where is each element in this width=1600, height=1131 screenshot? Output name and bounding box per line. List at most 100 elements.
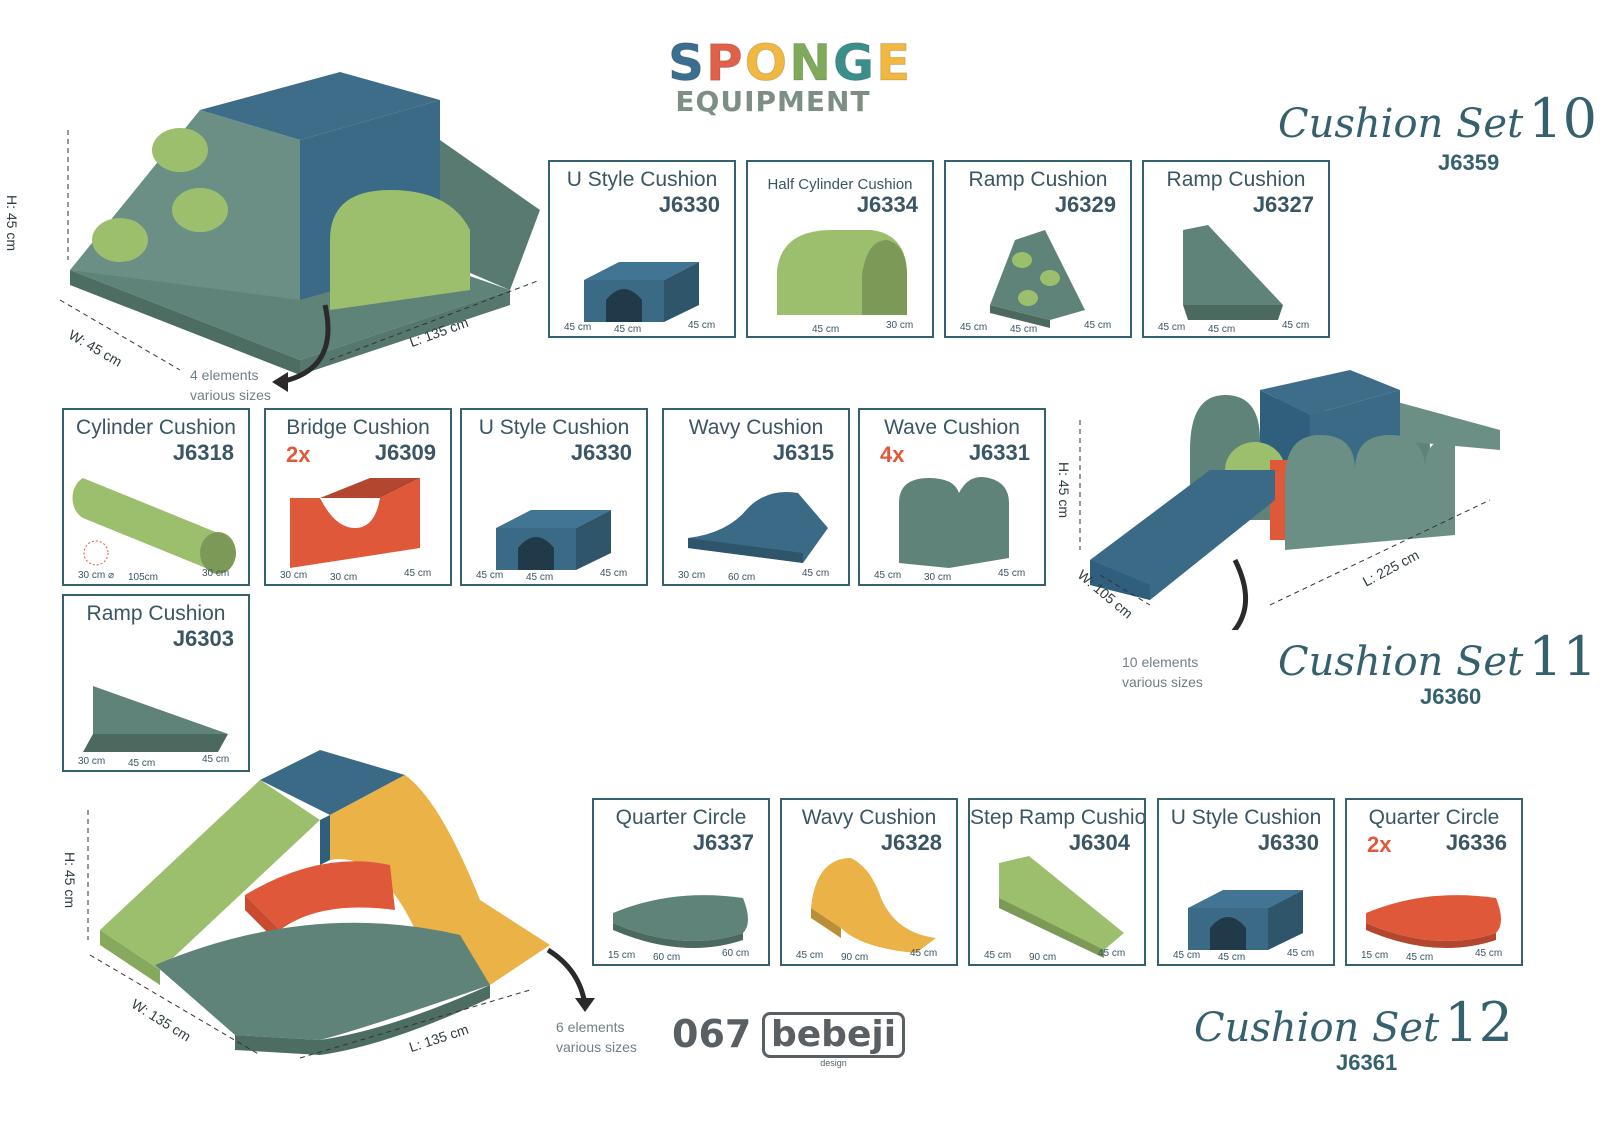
note-sizes: various sizes xyxy=(190,387,271,403)
set-12-title: Cushion Set 12 xyxy=(1194,996,1513,1050)
dimension-label: 30 cm xyxy=(202,568,229,579)
product-card: 45 cm 45 cm 45 cm U Style Cushion J6330 xyxy=(460,408,648,586)
dimension-label: 45 cm xyxy=(1173,950,1200,961)
product-card: 45 cm 45 cm 45 cm U Style Cushion J6330 xyxy=(1157,798,1335,966)
logo-letter: E xyxy=(876,34,913,92)
product-name: Ramp Cushion xyxy=(1166,168,1306,191)
brand-name: bebeji xyxy=(762,1012,906,1058)
dimension-label: 15 cm xyxy=(1361,950,1388,961)
product-code: J6330 xyxy=(1257,830,1319,855)
dimension-label: 45 cm xyxy=(1098,948,1125,959)
product-name: U Style Cushion xyxy=(1170,806,1322,829)
dimension-label: 45 cm xyxy=(998,568,1025,579)
set-10-title: Cushion Set 10 xyxy=(1278,92,1597,146)
dimension-label: 30 cm xyxy=(924,572,951,583)
product-illustration: 15 cm 45 cm 45 cm xyxy=(1361,895,1502,963)
note-count: 4 elements xyxy=(190,367,259,383)
product-code: J6329 xyxy=(1054,192,1116,217)
product-illustration: 45 cm 90 cm 45 cm xyxy=(984,856,1125,963)
logo-letter: G xyxy=(833,34,877,92)
dimension-label: 45 cm xyxy=(910,948,937,959)
product-name: U Style Cushion xyxy=(478,416,630,439)
dimension-label: 45 cm xyxy=(476,570,503,581)
dimension-label: 45 cm xyxy=(600,568,627,579)
dimension-label: 60 cm xyxy=(722,948,749,959)
product-illustration: 45 cm 30 cm xyxy=(777,230,913,335)
product-card: 45 cm 90 cm 45 cm Step Ramp Cushion J630… xyxy=(968,798,1146,966)
set-title-word: Cushion Set xyxy=(1194,1005,1440,1051)
logo-letter: P xyxy=(706,34,745,92)
product-name: Wave Cushion xyxy=(884,416,1020,439)
product-code: J6304 xyxy=(1068,830,1130,855)
dimension-label: 45 cm xyxy=(1010,324,1037,335)
dimension-label: 45 cm xyxy=(802,568,829,579)
product-illustration: 45 cm 30 cm 45 cm xyxy=(874,477,1025,583)
product-name: Bridge Cushion xyxy=(286,416,430,439)
product-name: Wavy Cushion xyxy=(688,416,824,439)
set-11-assembly-illustration xyxy=(1079,370,1500,630)
product-name: Half Cylinder Cushion xyxy=(767,176,913,193)
product-illustration: 45 cm 45 cm 45 cm xyxy=(1173,890,1314,963)
note-count: 10 elements xyxy=(1122,654,1199,670)
product-name: Cylinder Cushion xyxy=(76,416,236,439)
product-quantity: 2x xyxy=(1367,832,1392,857)
dimension-label: 105cm xyxy=(128,572,158,583)
dimension-label: 45 cm xyxy=(564,322,591,333)
product-code: J6318 xyxy=(172,440,234,465)
dimension-label: 30 cm ⌀ xyxy=(78,570,114,581)
set-11-title: Cushion Set 11 xyxy=(1278,630,1597,684)
product-illustration: 30 cm 30 cm 45 cm xyxy=(280,478,431,583)
product-illustration: 45 cm 45 cm 45 cm xyxy=(960,230,1111,335)
product-illustration: 30 cm ⌀ 105cm 30 cm xyxy=(72,478,236,583)
product-card: 45 cm 90 cm 45 cm Wavy Cushion J6328 xyxy=(780,798,958,966)
logo-title: SPONGE xyxy=(667,38,910,89)
product-name: Step Ramp Cushion xyxy=(970,806,1146,829)
dimension-label: 45 cm xyxy=(614,324,641,335)
note-sizes: various sizes xyxy=(556,1039,637,1055)
product-card: 45 cm 45 cm 45 cm U Style Cushion J6330 xyxy=(548,160,736,338)
product-name: Ramp Cushion xyxy=(86,602,226,625)
product-name: U Style Cushion xyxy=(566,168,718,191)
product-card: 45 cm 45 cm 45 cm Ramp Cushion J6327 xyxy=(1142,160,1330,338)
dimension-label: 60 cm xyxy=(653,952,680,963)
product-code: J6309 xyxy=(374,440,436,465)
product-illustration: 30 cm 45 cm 45 cm xyxy=(78,686,229,769)
product-illustration: 45 cm 45 cm 45 cm xyxy=(476,510,627,583)
dimension-label: 45 cm xyxy=(1406,952,1433,963)
dimension-label: 45 cm xyxy=(526,572,553,583)
set-title-number: 10 xyxy=(1528,87,1597,150)
brand-logo: SPONGE EQUIPMENT xyxy=(667,38,910,118)
dimension-label: 30 cm xyxy=(330,572,357,583)
dimension-label: 30 cm xyxy=(678,570,705,581)
product-code: J6331 xyxy=(968,440,1030,465)
dimension-label: 30 cm xyxy=(78,756,105,767)
set-title-number: 12 xyxy=(1444,991,1513,1054)
product-illustration: 45 cm 45 cm 45 cm xyxy=(564,262,715,335)
set-12-code: J6361 xyxy=(1336,1050,1398,1075)
set-title-number: 11 xyxy=(1528,625,1597,688)
product-illustration: 45 cm 45 cm 45 cm xyxy=(1158,225,1309,335)
set-10-height-label: H: 45 cm xyxy=(4,195,20,252)
logo-letter: O xyxy=(744,34,790,92)
product-card: 30 cm 45 cm 45 cm Ramp Cushion J6303 xyxy=(62,594,250,772)
set-title-word: Cushion Set xyxy=(1278,639,1524,685)
dimension-label: 45 cm xyxy=(404,568,431,579)
product-name: Quarter Circle xyxy=(615,806,747,829)
dimension-label: 45 cm xyxy=(128,758,155,769)
dimension-label: 60 cm xyxy=(728,572,755,583)
catalog-number: 067 xyxy=(672,1012,752,1056)
set-11-element-note: 10 elements various sizes xyxy=(1122,652,1203,692)
set-11-height-label: H: 45 cm xyxy=(1056,462,1072,519)
logo-subtitle: EQUIPMENT xyxy=(675,85,871,118)
set-10-element-note: 4 elements various sizes xyxy=(190,365,271,405)
product-card: 45 cm 45 cm 45 cm Ramp Cushion J6329 xyxy=(944,160,1132,338)
dimension-label: 45 cm xyxy=(796,950,823,961)
product-card: 30 cm ⌀ 105cm 30 cm Cylinder Cushion J63… xyxy=(62,408,250,586)
dimension-label: 45 cm xyxy=(202,754,229,765)
dimension-label: 45 cm xyxy=(1208,324,1235,335)
product-quantity: 2x xyxy=(286,442,311,467)
dimension-label: 30 cm xyxy=(886,320,913,331)
product-card: 30 cm 30 cm 45 cm Bridge Cushion 2x J630… xyxy=(264,408,452,586)
dimension-label: 90 cm xyxy=(1029,952,1056,963)
brand-mark: bebeji design xyxy=(762,1012,906,1068)
